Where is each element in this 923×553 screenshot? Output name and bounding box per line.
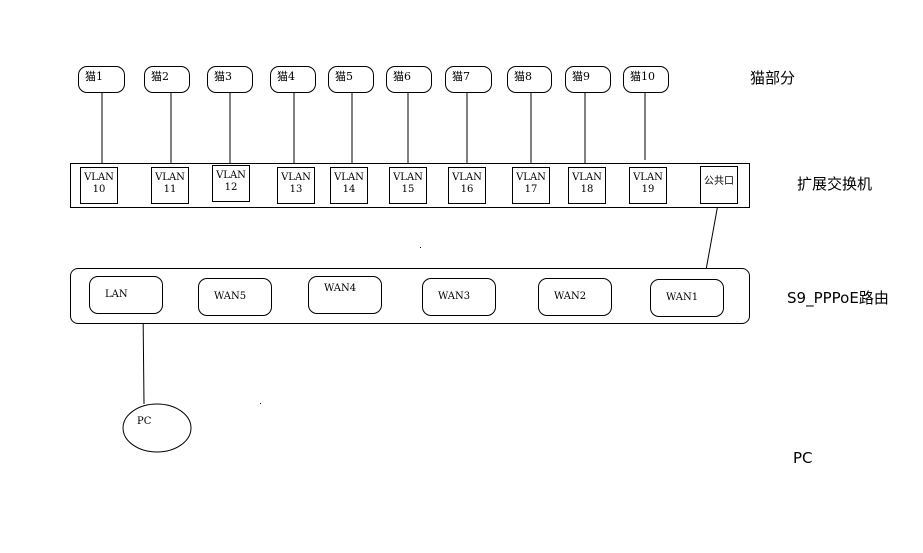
vlan-number: 11 [163, 184, 177, 195]
router-port-1: WAN5 [198, 278, 272, 316]
modem-3: 猫3 [207, 66, 253, 93]
vlan-label: VLAN [281, 172, 311, 183]
modem-6: 猫6 [386, 66, 432, 93]
router-port-0: LAN [89, 276, 163, 314]
router-section-label: S9_PPPoE路由 [787, 289, 889, 307]
modem-7: 猫7 [445, 66, 492, 93]
pc-section-label: PC [793, 449, 813, 467]
vlan-number: 12 [224, 182, 238, 193]
vlan-number: 18 [580, 184, 594, 195]
vlan-label: VLAN [516, 172, 546, 183]
router-port-5: WAN1 [650, 279, 724, 317]
modem-1: 猫1 [78, 66, 125, 93]
vlan-number: 16 [460, 184, 474, 195]
pc-node [122, 403, 192, 453]
router-port-label: WAN2 [554, 291, 587, 302]
pc-label: PC [137, 416, 152, 427]
router-port-label: WAN1 [666, 292, 699, 303]
vlan-label: VLAN [633, 172, 663, 183]
router-port-label: WAN3 [438, 291, 471, 302]
modem-4: 猫4 [270, 66, 316, 93]
router-port-label: WAN5 [214, 291, 247, 302]
stray-dot [260, 403, 261, 404]
vlan-number: 19 [641, 184, 655, 195]
router-port-label: WAN4 [324, 283, 357, 294]
modem-2: 猫2 [144, 66, 190, 93]
modem-8: 猫8 [507, 66, 552, 93]
vlan-number: 14 [342, 184, 356, 195]
vlan-number: 13 [289, 184, 303, 195]
vlan-label: VLAN [334, 172, 364, 183]
modem-section-label: 猫部分 [750, 69, 796, 87]
router-port-2: WAN4 [308, 276, 382, 314]
vlan-label: VLAN [84, 172, 114, 183]
router-port-4: WAN2 [538, 278, 612, 316]
common-port: 公共口 [700, 166, 738, 204]
vlan-number: 17 [524, 184, 538, 195]
vlan-label: VLAN [452, 172, 482, 183]
vlan-label: VLAN [393, 172, 423, 183]
modem-5: 猫5 [328, 66, 374, 93]
vlan-number: 10 [92, 184, 106, 195]
vlan-label: VLAN [216, 170, 246, 181]
vlan-label: VLAN [572, 172, 602, 183]
switch-section-label: 扩展交换机 [797, 175, 873, 193]
modem-9: 猫9 [565, 66, 611, 93]
modem-10: 猫10 [623, 66, 669, 93]
router-port-3: WAN3 [422, 278, 496, 316]
vlan-number: 15 [401, 184, 415, 195]
vlan-label: VLAN [155, 172, 185, 183]
s9-pppoe-router [70, 268, 750, 324]
stray-dot [420, 247, 421, 248]
router-port-label: LAN [105, 289, 128, 300]
